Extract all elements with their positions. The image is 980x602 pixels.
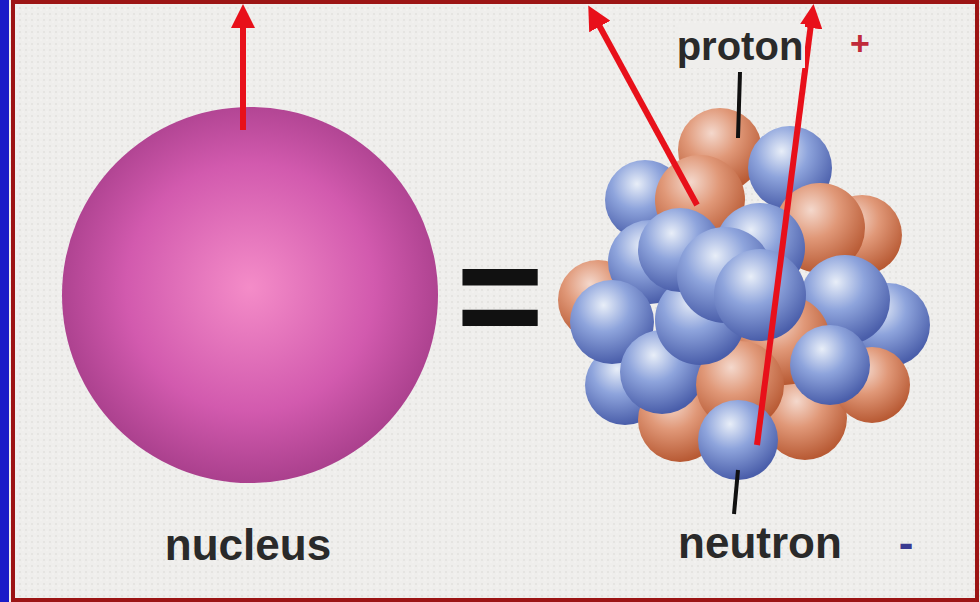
frame-border xyxy=(13,2,977,600)
charge-sign: - xyxy=(897,519,916,567)
nucleon-cluster xyxy=(558,108,930,480)
red-arrows xyxy=(243,16,812,445)
charge-sign: + xyxy=(848,25,872,62)
side-bar xyxy=(0,0,9,602)
proton-leader xyxy=(738,72,740,138)
equals-sign: = xyxy=(454,213,546,378)
part-label: nucleus xyxy=(163,521,333,569)
neutron-leader xyxy=(734,470,738,514)
part-label: proton xyxy=(675,24,806,68)
nucleus-sphere xyxy=(62,107,438,483)
part-label: neutron xyxy=(676,519,844,567)
